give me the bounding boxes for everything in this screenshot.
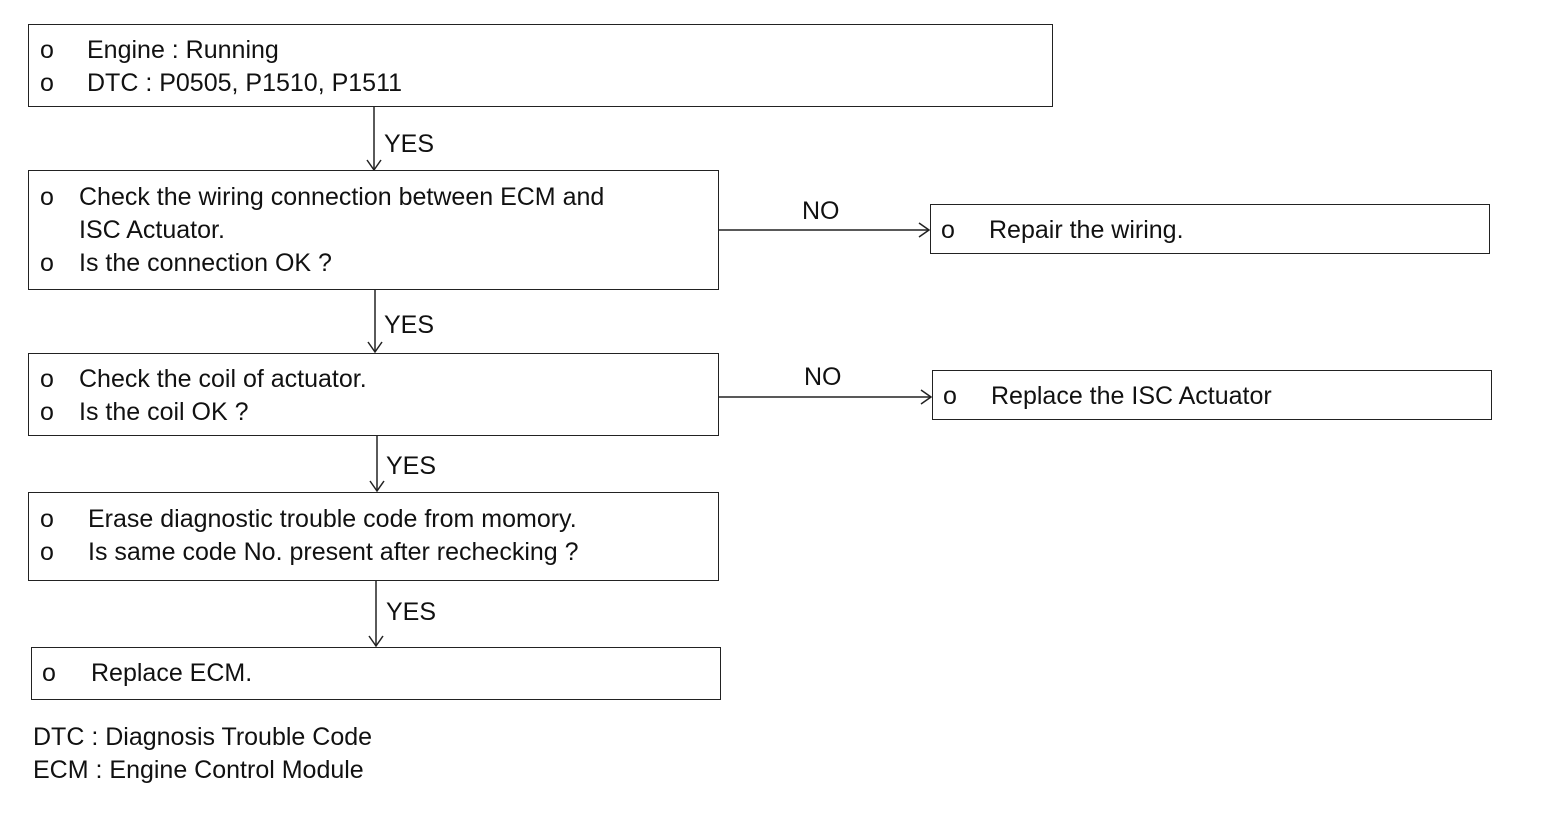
arrowhead-wiring-to-coil (367, 341, 383, 354)
arrowhead-wiring-to-repair (918, 222, 931, 238)
arrowhead-erase-to-replace-ecm (368, 635, 384, 648)
bullet-marker: o (943, 382, 957, 410)
legend-ecm: ECM : Engine Control Module (33, 756, 364, 784)
box-text-line: Engine : Running (87, 36, 279, 64)
box-text-line: Is same code No. present after recheckin… (88, 538, 579, 566)
bullet-marker: o (42, 659, 56, 687)
arrowhead-coil-to-replace-isc (920, 389, 933, 405)
repair-wiring-box: o Repair the wiring. (930, 204, 1490, 254)
edge-label-yes: YES (384, 130, 435, 158)
edge-label-no: NO (802, 197, 840, 225)
replace-ecm-box: o Replace ECM. (31, 647, 721, 700)
bullet-marker: o (40, 365, 54, 393)
bullet-marker: o (941, 216, 955, 244)
bullet-marker: o (40, 183, 54, 211)
bullet-marker: o (40, 36, 54, 64)
bullet-marker: o (40, 538, 54, 566)
bullet-marker: o (40, 69, 54, 97)
check-wiring-box: o o Check the wiring connection between … (28, 170, 719, 290)
edge-label-yes: YES (386, 452, 437, 480)
bullet-marker: o (40, 249, 54, 277)
box-text-line: Is the connection OK ? (79, 249, 332, 277)
box-text-line: Erase diagnostic trouble code from momor… (88, 505, 577, 533)
replace-isc-actuator-box: o Replace the ISC Actuator (932, 370, 1492, 420)
box-text-line: Replace the ISC Actuator (991, 382, 1272, 410)
box-text-line: DTC : P0505, P1510, P1511 (87, 69, 403, 97)
box-text-line: ISC Actuator. (79, 216, 225, 244)
edge-label-yes: YES (386, 598, 437, 626)
box-text-line: Replace ECM. (91, 659, 253, 687)
legend-dtc: DTC : Diagnosis Trouble Code (33, 723, 373, 751)
edge-label-no: NO (804, 363, 842, 391)
arrowhead-coil-to-erase (369, 480, 385, 493)
bullet-marker: o (40, 398, 54, 426)
start-condition-box: o o Engine : Running DTC : P0505, P1510,… (28, 24, 1053, 107)
box-text-line: Check the wiring connection between ECM … (79, 183, 605, 211)
erase-code-box: o o Erase diagnostic trouble code from m… (28, 492, 719, 581)
box-text-line: Check the coil of actuator. (79, 365, 367, 393)
box-text-line: Is the coil OK ? (79, 398, 249, 426)
box-text-line: Repair the wiring. (989, 216, 1184, 244)
bullet-marker: o (40, 505, 54, 533)
edge-label-yes: YES (384, 311, 435, 339)
check-coil-box: o o Check the coil of actuator. Is the c… (28, 353, 719, 436)
